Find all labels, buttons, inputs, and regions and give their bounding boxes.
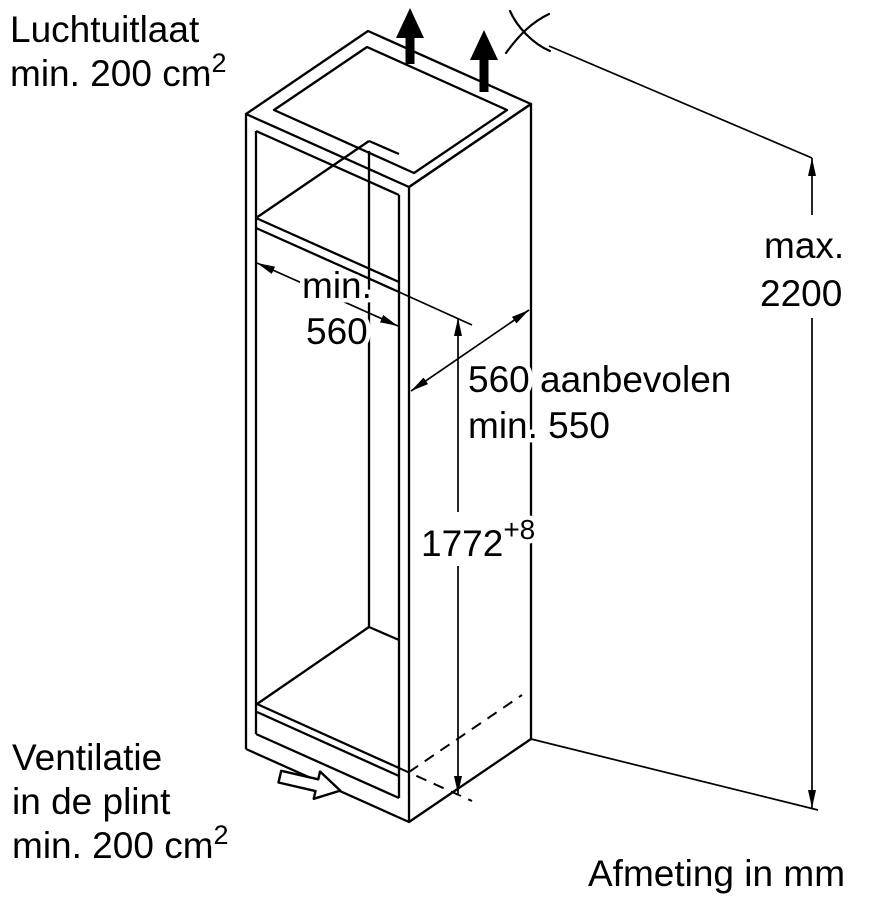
inner-frame-bottom <box>255 732 400 800</box>
niche-width-label-value: 560 <box>306 311 368 352</box>
floor-left-edge <box>256 626 370 705</box>
niche-width-label-min: min. <box>302 265 372 306</box>
cabinet-interior-lines <box>254 129 401 800</box>
plinth-vent-label-line2: in de plint <box>12 781 171 822</box>
air-up-arrow-icon <box>470 30 498 92</box>
floor-extension-line <box>398 767 473 802</box>
floor-edge-through-wall <box>408 694 523 773</box>
floor-back-edge <box>368 625 400 642</box>
dimension-lines <box>256 158 816 808</box>
max-height-label-line1: max. <box>764 225 844 266</box>
units-note-label: Afmeting in mm <box>588 853 845 894</box>
plinth-airflow-arrow-icon <box>277 769 342 801</box>
niche-depth-label-line2: min. 550 <box>468 405 610 446</box>
max-height-label-line2: 2200 <box>760 273 842 314</box>
right-side-wall <box>407 102 533 824</box>
icons <box>277 8 552 801</box>
air-outlet-label-line1: Luchtuitlaat <box>10 9 200 50</box>
niche-height-label: 1772+8 <box>421 514 535 564</box>
shelf-left-edge <box>255 140 370 219</box>
floor-front-bottom <box>256 710 400 778</box>
floor-front-top <box>256 702 400 770</box>
cut-symbol-icon <box>504 9 552 55</box>
niche-depth-label-line1: 560 aanbevolen <box>468 359 731 400</box>
air-up-arrow-icon <box>396 8 424 64</box>
air-outlet-label-line2: min. 200 cm2 <box>10 48 227 94</box>
niche-depth-arrow <box>410 309 530 392</box>
text-labels: Luchtuitlaat min. 200 cm2 min. 560 560 a… <box>6 5 850 899</box>
top-vent-opening <box>272 45 509 175</box>
shelf-back-edge <box>368 139 400 156</box>
max-height-diagonal <box>548 45 813 159</box>
plinth-vent-label-line3: min. 200 cm2 <box>12 820 229 866</box>
inner-frame-top <box>255 129 400 197</box>
plinth-vent-label-line1: Ventilatie <box>12 737 162 778</box>
hidden-edges-dashed <box>398 694 523 802</box>
niche-width-arrow <box>256 262 399 327</box>
floor-reference-line <box>530 738 819 811</box>
